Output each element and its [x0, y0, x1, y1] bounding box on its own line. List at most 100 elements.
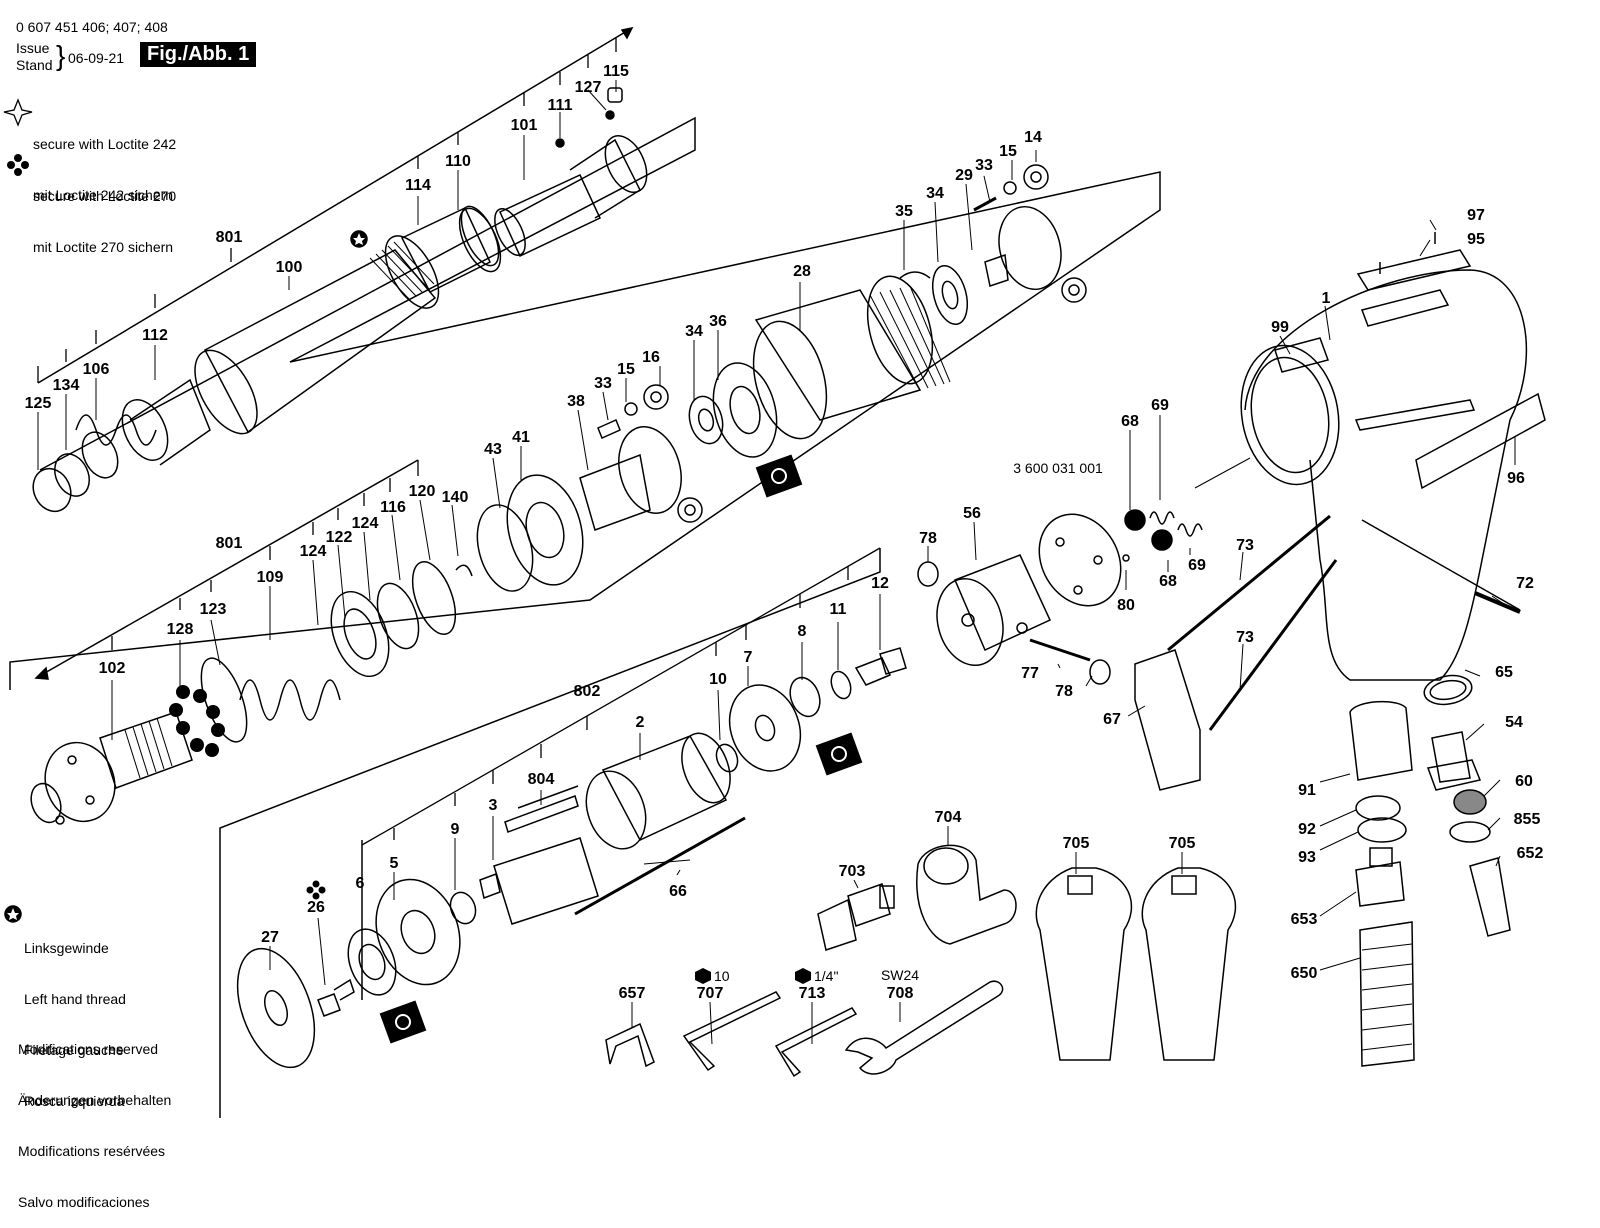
group-spindle-assembly [30, 459, 473, 825]
exploded-view-diagram: 115 127 111 101 110 114 801 100 112 106 … [3, 26, 1546, 1118]
label-38: 38 [567, 393, 585, 410]
label-15a: 15 [617, 361, 635, 378]
label-102: 102 [99, 660, 126, 677]
hex-quarter-icon [795, 968, 811, 984]
label-106: 106 [83, 361, 110, 378]
loctite-270-en: secure with Loctite 270 [33, 188, 177, 204]
label-77: 77 [1021, 665, 1039, 682]
label-80: 80 [1117, 597, 1135, 614]
label-73a: 73 [1236, 537, 1254, 554]
label-93: 93 [1298, 849, 1316, 866]
label-8: 8 [798, 623, 807, 640]
label-127: 127 [575, 79, 602, 96]
label-14: 14 [1024, 129, 1042, 146]
issue-date: 06-09-21 [68, 50, 125, 66]
label-657: 657 [619, 985, 646, 1002]
bearing-icon-right [815, 732, 863, 776]
planet-gear-lower-icon [677, 497, 703, 523]
label-110: 110 [445, 153, 471, 170]
loctite-242-de: mit Loctite 242 sichern [33, 187, 174, 203]
label-41: 41 [512, 429, 530, 446]
label-708: 708 [887, 985, 914, 1002]
label-122: 122 [326, 529, 353, 546]
mod-es: Salvo modificaciones [18, 1194, 150, 1210]
lh-thread-fr: Filetage gauche [24, 1042, 124, 1058]
label-96: 96 [1507, 470, 1525, 487]
label-95: 95 [1467, 231, 1485, 248]
label-97: 97 [1467, 207, 1485, 224]
group-handle-housing [917, 219, 1546, 1067]
loctite-270-note: secure with Loctite 270 mit Loctite 270 … [33, 154, 176, 273]
label-34b: 34 [926, 185, 944, 202]
label-801a: 801 [216, 229, 243, 246]
label-65: 65 [1495, 664, 1513, 681]
label-652: 652 [1517, 845, 1544, 862]
label-705a: 705 [1063, 835, 1090, 852]
label-5: 5 [390, 855, 399, 872]
label-26: 26 [307, 899, 325, 916]
group-gear-assembly [9, 150, 1161, 690]
label-99: 99 [1271, 319, 1289, 336]
group-motor-block [219, 547, 907, 1118]
hex-quarter-size: 1/4" [814, 968, 838, 984]
label-27: 27 [261, 929, 279, 946]
label-66: 66 [669, 883, 687, 900]
issue-label: Issue [16, 40, 50, 56]
label-7: 7 [744, 649, 753, 666]
part-labels: 115 127 111 101 110 114 801 100 112 106 … [25, 63, 1544, 1002]
label-34a: 34 [685, 323, 703, 340]
label-91: 91 [1298, 782, 1316, 799]
label-6: 6 [356, 875, 365, 892]
label-116: 116 [380, 499, 406, 516]
spec-labels: 3 600 031 001 10 1/4" SW24 [714, 460, 1103, 984]
label-92: 92 [1298, 821, 1316, 838]
loctite-270-marker-icon [306, 880, 326, 900]
kit-number: 3 600 031 001 [1013, 460, 1103, 476]
part-numbers: 0 607 451 406; 407; 408 [16, 19, 168, 35]
label-111: 111 [548, 97, 573, 114]
planet-gear-right-icon [1061, 277, 1087, 303]
label-11: 11 [830, 601, 847, 618]
label-120: 120 [409, 483, 436, 500]
label-109: 109 [257, 569, 284, 586]
label-78b: 78 [1055, 683, 1073, 700]
label-54: 54 [1505, 714, 1523, 731]
stand-label: Stand [16, 57, 53, 73]
group-accessories [605, 826, 1237, 1078]
planet-gear-14-icon [1023, 164, 1049, 190]
label-73b: 73 [1236, 629, 1254, 646]
label-12: 12 [871, 575, 889, 592]
label-804: 804 [528, 771, 555, 788]
group-housing-assembly [32, 26, 696, 513]
label-653: 653 [1291, 911, 1318, 928]
label-704: 704 [935, 809, 962, 826]
label-69b: 69 [1188, 557, 1206, 574]
label-128: 128 [167, 621, 194, 638]
planet-gear-16-icon [643, 384, 669, 410]
label-43: 43 [484, 441, 502, 458]
figure-label: Fig./Abb. 1 [140, 42, 257, 67]
label-28: 28 [793, 263, 811, 280]
label-123: 123 [200, 601, 227, 618]
label-134: 134 [53, 377, 80, 394]
label-72: 72 [1516, 575, 1534, 592]
label-100: 100 [276, 259, 303, 276]
hex-10-size: 10 [714, 968, 730, 984]
mod-fr: Modifications resérvées [18, 1143, 166, 1159]
label-140: 140 [442, 489, 469, 506]
left-hand-thread-symbol-icon [4, 905, 22, 923]
label-68a: 68 [1121, 413, 1139, 430]
label-3: 3 [489, 797, 498, 814]
label-112: 112 [142, 327, 168, 344]
left-hand-thread-marker-icon [350, 230, 368, 248]
label-33a: 33 [594, 375, 612, 392]
left-hand-thread-note: Linksgewinde Left hand thread Filetage g… [24, 906, 126, 1127]
label-29: 29 [955, 167, 973, 184]
label-101: 101 [511, 117, 538, 134]
label-1: 1 [1322, 290, 1331, 307]
loctite-270-symbol-icon [7, 154, 29, 176]
label-16: 16 [642, 349, 660, 366]
loctite-242-note: secure with Loctite 242 mit Loctite 242 … [33, 102, 176, 221]
loctite-242-symbol-icon [3, 98, 33, 127]
label-69a: 69 [1151, 397, 1169, 414]
